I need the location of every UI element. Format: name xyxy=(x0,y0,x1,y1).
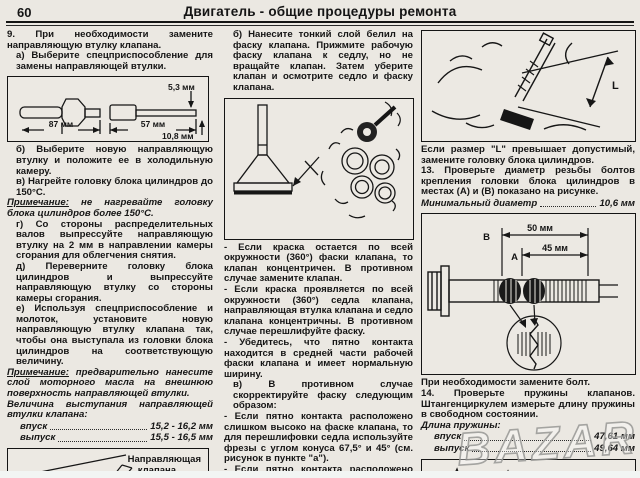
dim-10-8: 10,8 мм xyxy=(162,131,193,141)
lapping-item-3: - Убедитесь, что пятно контакта находитс… xyxy=(224,336,413,380)
dim-b-marker: В xyxy=(483,232,490,243)
note-2-text: предварительно нанесите слой моторного м… xyxy=(7,366,213,400)
step9-text: 9. При необходимости замените направляющ… xyxy=(7,29,213,51)
lapping-item-2: - Если краска проявляется по всей окружн… xyxy=(224,283,413,338)
valve-l-drawing: L xyxy=(431,32,619,131)
spec-label: выпуск xyxy=(434,442,470,454)
step9v-text: в) Нагрейте головку блока цилиндров до 1… xyxy=(16,176,213,198)
figure-valve-l-measurement: L xyxy=(421,30,636,142)
replace-bolt-text: При необходимости замените болт. xyxy=(421,377,591,389)
page-title: Двигатель - общие процедуры ремонта xyxy=(183,4,457,19)
stepb-text: б) Нанесите тонкий слой белил на фаску к… xyxy=(233,29,413,93)
step9b-text: б) Выберите новую направляющую втулку и … xyxy=(16,144,213,177)
guide-label-line2: клапана xyxy=(138,465,177,476)
spec-intro-left: Величина выступания направляющей втулки … xyxy=(7,398,213,421)
note-1-label: Примечание: xyxy=(7,197,69,209)
spec-label: Минимальный диаметр xyxy=(421,197,538,209)
valve-lapping-drawing xyxy=(233,101,401,218)
correction-item-1: - Если пятно контакта расположено слишко… xyxy=(224,411,413,465)
guide-tool-drawing: 87 мм 57 мм 5,3 мм 10,8 мм xyxy=(19,82,205,141)
step14-text: 14. Проверьте пружины клапанов. Штангенц… xyxy=(421,388,635,421)
dim-5-3: 5,3 мм xyxy=(168,82,195,92)
spec-row-min-diameter: Минимальный диаметр 10,6 мм xyxy=(421,198,635,210)
scan-edge-strip xyxy=(0,471,640,478)
column-left: 9. При необходимости замените направляющ… xyxy=(7,29,213,478)
spec-row-exhaust: выпуск 15,5 - 16,5 мм xyxy=(7,432,213,444)
header-rule-thick xyxy=(6,21,634,23)
step13-text: 13. Проверьте диаметр резьбы болтов креп… xyxy=(421,165,635,198)
page-number: 60 xyxy=(17,5,32,20)
spec-label: впуск xyxy=(20,420,48,432)
l-size-text: Если размер "L" превышает допустимый, за… xyxy=(421,144,635,166)
guide-label-line1: Направляющая xyxy=(128,454,201,465)
head-bolt-drawing: В 50 мм А 45 мм xyxy=(427,223,618,372)
dim-57: 57 мм xyxy=(141,119,165,129)
figure-guide-tool: 87 мм 57 мм 5,3 мм 10,8 мм xyxy=(7,76,209,143)
dim-b-value: 50 мм xyxy=(527,223,553,233)
spec-value: 47,61 мм xyxy=(594,431,635,443)
dim-87: 87 мм xyxy=(49,119,73,129)
spec-label: впуск xyxy=(434,431,462,443)
figure-valve-lapping xyxy=(224,97,414,240)
spring-spec-intro: Длина пружины: xyxy=(421,419,501,431)
column-right: L Если размер "L" превышает допустимый, … xyxy=(421,30,636,478)
dim-a-value: 45 мм xyxy=(542,243,568,253)
note-1: Примечание: не нагревайте головку блока … xyxy=(7,198,213,219)
note-1-text: не нагревайте головку блока цилиндров бо… xyxy=(7,197,213,219)
leader-dots xyxy=(464,439,592,441)
note-2: Примечание: предварительно нанесите слой… xyxy=(7,366,213,400)
leader-dots xyxy=(540,206,597,208)
dim-l-label: L xyxy=(612,80,619,92)
dim-a-marker: А xyxy=(511,252,518,263)
spec-value: 15,5 - 16,5 мм xyxy=(150,432,213,444)
leader-dots xyxy=(50,429,148,431)
lapping-item-1: - Если краска остается по всей окружност… xyxy=(224,241,413,285)
stepv-text: в) В противном случае скорректируйте фас… xyxy=(233,379,413,412)
spec-value: 49,64 мм xyxy=(594,442,635,454)
note-2-label: Примечание: xyxy=(7,366,69,378)
leader-dots xyxy=(472,451,592,453)
spec-value: 10,6 мм xyxy=(599,197,635,209)
spec-row-spring-intake: впуск 47,61 мм xyxy=(421,431,635,443)
leader-dots xyxy=(58,440,148,442)
figure-head-bolt: В 50 мм А 45 мм xyxy=(421,213,636,376)
spec-value: 15,2 - 16,2 мм xyxy=(150,420,213,432)
spec-row-spring-exhaust: выпуск 49,64 мм xyxy=(421,443,635,455)
spec-label: выпуск xyxy=(20,432,56,444)
step9g-text: г) Со стороны распределительных валов вы… xyxy=(16,218,213,262)
step9a-text: а) Выберите спецприспособление для замен… xyxy=(16,50,213,72)
step9e-text: е) Используя спецприспособление и молото… xyxy=(16,303,213,368)
header-rule-thin xyxy=(6,25,634,26)
spec-row-intake: впуск 15,2 - 16,2 мм xyxy=(7,421,213,433)
step9d-text: д) Переверните головку блока цилиндров и… xyxy=(16,260,213,304)
column-middle: б) Нанесите тонкий слой белил на фаску к… xyxy=(224,29,414,478)
